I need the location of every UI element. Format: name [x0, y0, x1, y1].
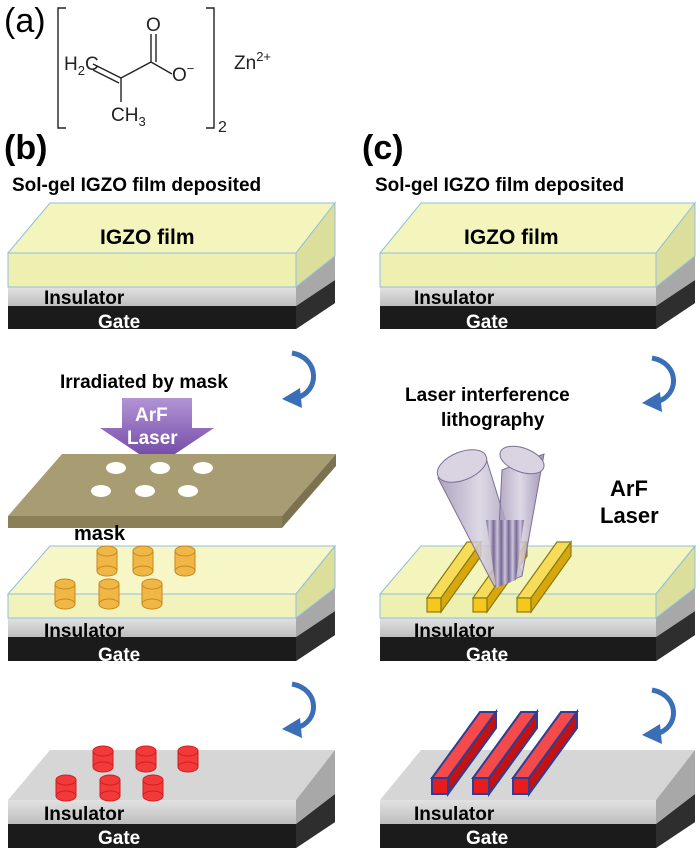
- stack-c1: [378, 201, 697, 329]
- bar-yellow-1: [425, 540, 483, 614]
- process-arrow-b1: [291, 350, 316, 401]
- c1-insulator-label: Insulator: [414, 288, 495, 309]
- pillar-orange-5: [98, 578, 120, 610]
- stack-b2: [6, 544, 337, 661]
- laser-arrow-b: [100, 398, 214, 466]
- orange-pillars: [54, 545, 196, 610]
- pillar-orange-6: [141, 578, 163, 610]
- c2-gate-label: Gate: [466, 645, 508, 666]
- b1-insulator-label: Insulator: [44, 288, 125, 309]
- panel-b-label: (b): [4, 129, 47, 167]
- anion-oxygen: O−: [172, 61, 194, 86]
- bar-yellow-3: [515, 540, 573, 614]
- process-arrow-b2-head: [282, 718, 302, 738]
- panel-c: (c) Sol-gel IGZO film deposited IGZO fil…: [362, 129, 697, 849]
- b2-insulator-label: Insulator: [44, 621, 125, 642]
- red-pillars: [55, 745, 199, 802]
- panel-a: (a) H2C O O− CH3 2 Zn2+: [4, 2, 271, 136]
- pillar-orange-3: [174, 545, 196, 577]
- methyl-group: CH3: [111, 105, 146, 129]
- bracket-subscript: 2: [218, 119, 227, 136]
- zinc-ion: Zn2+: [234, 49, 271, 74]
- beam-left-top: [436, 449, 488, 483]
- pillar-red-2: [135, 745, 157, 773]
- c2-insulator-label: Insulator: [414, 621, 495, 642]
- panel-c-label: (c): [362, 129, 404, 167]
- process-arrow-c2: [651, 687, 676, 737]
- panel-a-label: (a): [4, 2, 46, 40]
- panel-b-caption: Sol-gel IGZO film deposited: [12, 175, 261, 196]
- pillar-red-5: [99, 774, 121, 802]
- b2-caption: Irradiated by mask: [60, 372, 228, 393]
- pillar-red-1: [92, 745, 114, 773]
- mask-label: mask: [74, 523, 126, 545]
- left-bracket: [57, 7, 66, 129]
- bar-red-1: [430, 708, 498, 798]
- b3-insulator-label: Insulator: [44, 804, 125, 825]
- b1-film-label: IGZO film: [100, 226, 195, 249]
- pillar-orange-1: [96, 545, 118, 577]
- pillar-red-4: [55, 774, 77, 802]
- mask-plate: [8, 454, 336, 528]
- panel-b: (b) Sol-gel IGZO film deposited IGZO fil…: [4, 129, 337, 849]
- process-arrow-b1-head: [282, 388, 302, 408]
- c3-gate-label: Gate: [466, 828, 508, 849]
- stack-b3: [8, 750, 335, 848]
- c-laser-label-2: Laser: [600, 503, 659, 528]
- panel-c-caption: Sol-gel IGZO film deposited: [375, 175, 624, 196]
- c-step2-caption-1: Laser interference: [405, 385, 570, 406]
- stack-b1: [6, 201, 337, 329]
- c1-gate-label: Gate: [466, 312, 508, 333]
- carbonyl-oxygen: O: [146, 15, 161, 36]
- process-arrow-c1-head: [642, 392, 662, 412]
- bar-red-2: [471, 708, 539, 798]
- b-laser-label-1: ArF: [135, 405, 168, 426]
- b3-gate-label: Gate: [98, 828, 140, 849]
- pillar-red-3: [177, 745, 199, 773]
- laser-beams: [436, 445, 545, 588]
- h2c-group: H2C: [64, 54, 99, 78]
- red-bars: [430, 708, 579, 798]
- c3-insulator-label: Insulator: [414, 804, 495, 825]
- c-laser-label-1: ArF: [610, 476, 648, 501]
- beam-right-top: [499, 445, 545, 475]
- bar-red-3: [511, 708, 579, 798]
- pillar-red-6: [142, 774, 164, 802]
- molecule-bonds: [92, 34, 173, 102]
- pillar-orange-4: [54, 578, 76, 610]
- interference-zone: [486, 520, 524, 588]
- process-arrow-c1: [651, 355, 676, 405]
- pillar-orange-2: [132, 545, 154, 577]
- b-laser-label-2: Laser: [127, 428, 178, 449]
- b1-gate-label: Gate: [98, 312, 140, 333]
- c1-film-label: IGZO film: [464, 226, 559, 249]
- process-arrow-b2: [291, 681, 316, 731]
- c-step2-caption-2: lithography: [441, 410, 545, 431]
- b2-gate-label: Gate: [98, 645, 140, 666]
- right-bracket: [206, 7, 215, 129]
- process-arrow-c2-head: [642, 724, 662, 744]
